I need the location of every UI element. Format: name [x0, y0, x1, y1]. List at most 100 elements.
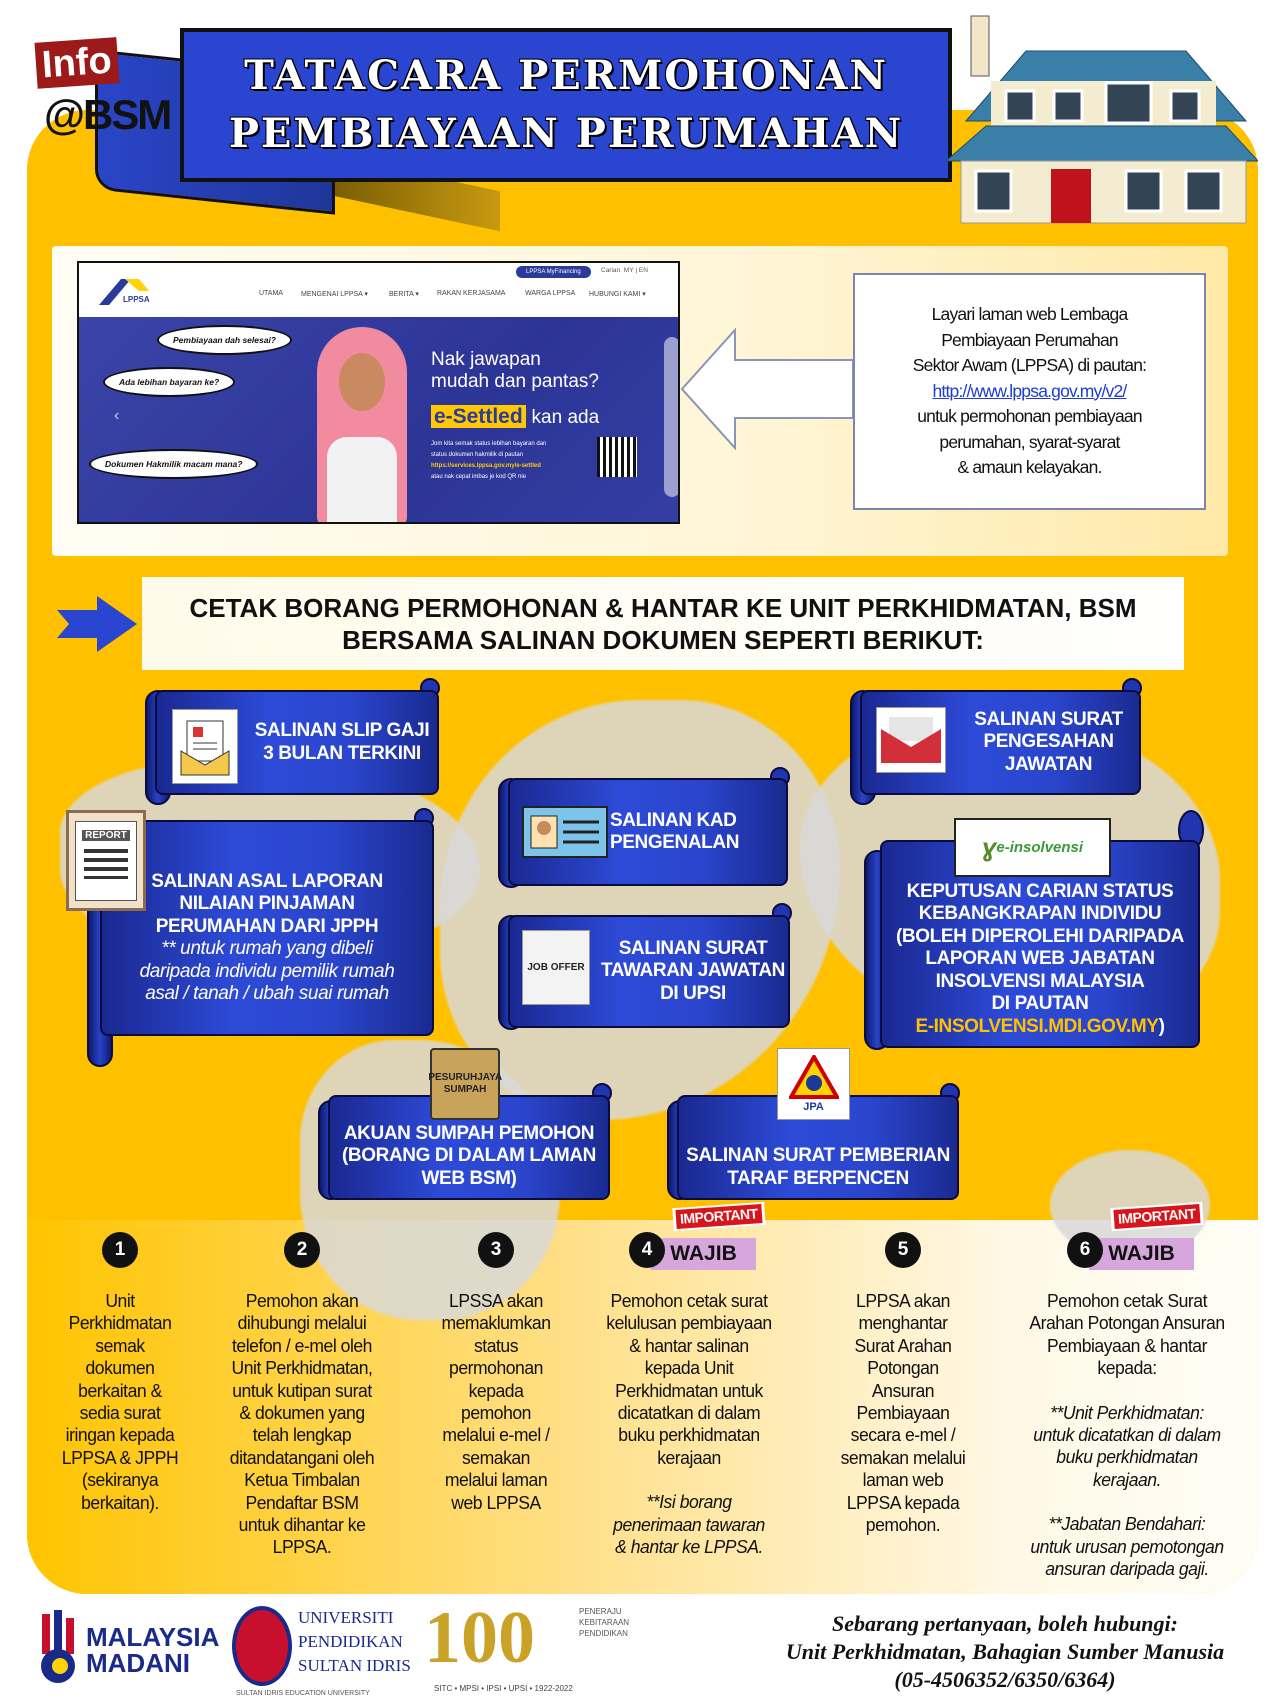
- nav-warga[interactable]: WARGA LPPSA: [525, 290, 576, 297]
- text-line: JAWATAN: [1004, 753, 1093, 775]
- insolvensi-logo-text: e-insolvensi: [996, 839, 1084, 856]
- step-line: status: [473, 1334, 519, 1356]
- contact-line: Unit Perkhidmatan, Bahagian Sumber Manus…: [785, 1639, 1225, 1664]
- step-line: kepada Unit: [644, 1357, 734, 1379]
- myfinancing-button[interactable]: LPPSA MyFinancing: [516, 266, 591, 278]
- text-line: SALINAN SURAT: [618, 937, 768, 959]
- step-line: sedia surat: [79, 1402, 161, 1424]
- heading-line-1: CETAK BORANG PERMOHONAN & HANTAR KE UNIT…: [189, 592, 1137, 623]
- search-link[interactable]: Carian: [601, 267, 621, 274]
- woman-illustration: [317, 327, 407, 522]
- section-heading: CETAK BORANG PERMOHONAN & HANTAR KE UNIT…: [142, 577, 1184, 670]
- tag-line: PENERAJU: [579, 1607, 622, 1616]
- right-arrow-icon: [57, 596, 137, 652]
- text-line: KEPUTUSAN CARIAN STATUS: [906, 880, 1174, 902]
- step-line: telah lengkap: [252, 1424, 352, 1446]
- step-line: Pembiayaan & hantar: [1046, 1334, 1207, 1356]
- speech-bubble: Ada lebihan bayaran ke?: [103, 367, 236, 397]
- lang-en[interactable]: EN: [638, 267, 648, 274]
- upsi-subtitle: SULTAN IDRIS EDUCATION UNIVERSITY: [236, 1690, 370, 1697]
- id-card-icon: [522, 806, 608, 858]
- hero-line-2: mudah dan pantas?: [431, 371, 599, 392]
- text-line: ** untuk rumah yang dibeli: [161, 938, 373, 959]
- card-akuan-sumpah: AKUAN SUMPAH PEMOHON(BORANG DI DALAM LAM…: [328, 1095, 610, 1200]
- text-line: DI UPSI: [660, 982, 726, 1004]
- step-line: kelulusan pembiayaan: [606, 1312, 772, 1334]
- step-line: web LPPSA: [451, 1491, 541, 1513]
- nav-mengenai[interactable]: MENGENAI LPPSA ▾: [301, 291, 368, 298]
- speech-bubble: Dokumen Hakmilik macam mana?: [89, 449, 259, 479]
- lppsa-logo-icon: [99, 279, 149, 305]
- step-line: LPPSA akan: [856, 1290, 950, 1311]
- text-line: PENGESAHAN: [983, 731, 1114, 753]
- job-offer-label: JOB OFFER: [527, 962, 585, 973]
- hero-line-1: Nak jawapan: [431, 349, 541, 370]
- small-line: status dokumen hakmilik di pautan: [431, 452, 524, 458]
- text-line: LAPORAN WEB JABATAN: [925, 948, 1155, 969]
- step-line: berkaitan).: [81, 1491, 159, 1513]
- text-line: TAWARAN JAWATAN: [601, 960, 785, 982]
- step-line: Surat Arahan: [854, 1334, 952, 1356]
- step-line: Unit Perkhidmatan,: [231, 1357, 373, 1379]
- step-line: ditandatangani oleh: [229, 1446, 375, 1468]
- info-text: Layari laman web Lembaga: [931, 304, 1129, 325]
- step-note-line: ansuran daripada gaji.: [1045, 1558, 1209, 1580]
- text-line: (BOLEH DIPEROLEHI DARIPADA: [896, 925, 1184, 947]
- text-line: SALINAN SLIP GAJI: [254, 720, 430, 741]
- step-line: pemohon.: [865, 1514, 941, 1536]
- lppsa-info-box: Layari laman web Lembaga Pembiayaan Peru…: [853, 273, 1206, 510]
- nav-rakan[interactable]: RAKAN KERJASAMA: [437, 290, 506, 297]
- upsi-line: SULTAN IDRIS: [298, 1656, 411, 1675]
- esettled-link[interactable]: https://services.lppsa.gov.my/e-settled: [431, 463, 541, 469]
- hero-question: Nak jawapan mudah dan pantas?: [431, 349, 599, 393]
- tag-line: PENDIDIKAN: [579, 1629, 628, 1638]
- step-line: Pembiayaan: [856, 1402, 950, 1424]
- nav-hubungi[interactable]: HUBUNGI KAMI ▾: [589, 291, 646, 298]
- step-line: Pendaftar BSM: [245, 1491, 359, 1513]
- step-line: dihubungi melalui: [237, 1312, 367, 1334]
- hero-small-text: Jom kita semak status lebihan bayaran da…: [431, 439, 546, 483]
- step-line: Potongan: [867, 1357, 939, 1379]
- step-line: Perkhidmatan untuk: [615, 1379, 763, 1401]
- nav-berita[interactable]: BERITA ▾: [389, 291, 419, 298]
- steps-background: [27, 1220, 1258, 1594]
- step-line: laman web: [862, 1469, 944, 1491]
- insolvensi-link[interactable]: E-INSOLVENSI.MDI.GOV.MY: [915, 1015, 1159, 1037]
- text-line: KEBANGKRAPAN INDIVIDU: [918, 903, 1162, 924]
- lang-my[interactable]: MY: [623, 267, 634, 274]
- step-number-1: 1: [102, 1232, 138, 1268]
- step-line: & dokumen yang: [239, 1402, 365, 1424]
- step-note-line: [999, 1491, 1256, 1513]
- wajib-badge: WAJIB: [1089, 1238, 1194, 1270]
- madani-line: MADANI: [86, 1648, 190, 1678]
- speech-bubble: Pembiayaan dah selesai?: [157, 325, 292, 355]
- nav-utama[interactable]: UTAMA: [259, 290, 283, 297]
- step-line: LPSSA akan: [449, 1290, 543, 1311]
- step-note-line: penerimaan tawaran: [613, 1513, 765, 1535]
- small-line: atau nak cepat imbas je kod QR nie: [431, 474, 527, 480]
- step-note-line: untuk urusan pemotongan: [1030, 1535, 1224, 1557]
- important-label: IMPORTANT: [675, 1204, 763, 1229]
- madani-line: MALAYSIA: [86, 1622, 220, 1652]
- text-line: daripada individu pemilik rumah: [139, 960, 395, 982]
- qr-code: [597, 437, 637, 477]
- step-line: Ketua Timbalan: [244, 1469, 360, 1491]
- info-bsm-logo: Info @BSM: [34, 37, 172, 140]
- step-line: kepada:: [1097, 1357, 1157, 1379]
- step-line: semak: [95, 1334, 145, 1356]
- text-line: SALINAN KAD: [610, 809, 737, 831]
- upsi-line: UNIVERSITI: [298, 1608, 394, 1627]
- carousel-prev-icon[interactable]: ‹: [114, 407, 120, 424]
- step-line: semakan: [461, 1446, 530, 1468]
- step-note-line: kerajaan.: [1092, 1468, 1162, 1490]
- lppsa-website-link[interactable]: http://www.lppsa.gov.my/v2/: [932, 380, 1128, 401]
